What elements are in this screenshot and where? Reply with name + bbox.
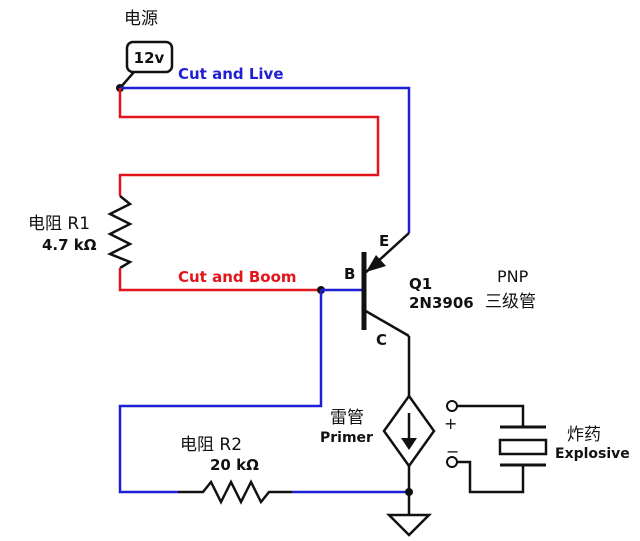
resistor-icon: [178, 479, 292, 505]
q1-type: PNP: [497, 267, 529, 286]
pin-c-label: C: [376, 331, 387, 349]
wire-cut-and-live: [120, 86, 411, 233]
primer-label: Primer: [320, 430, 373, 446]
ground-icon: [385, 513, 433, 537]
voltage-label: 12v: [134, 49, 165, 67]
pin-b-label: B: [344, 265, 355, 283]
wire-explosive-top: [457, 404, 525, 427]
voltage-tag: [125, 40, 174, 74]
r1-name: 电阻 R1: [28, 214, 90, 234]
primer-current-source: 雷管 Primer: [320, 393, 436, 469]
primer-label-zh: 雷管: [330, 408, 364, 428]
power-label: 电源: [124, 9, 158, 29]
wire-base-to-r2: [118, 290, 323, 494]
emitter-arrow: [366, 255, 386, 272]
q1-designator: Q1: [409, 275, 432, 293]
wire-cut-loop: [118, 88, 380, 196]
q1-part: 2N3906: [409, 294, 474, 312]
pin-e-label: E: [379, 232, 389, 250]
explosive-component: + − 炸药 Explosive: [444, 400, 630, 494]
wire-cut-and-boom: [118, 268, 321, 292]
plus-terminal: [446, 400, 458, 412]
explosive-plus: +: [444, 414, 457, 433]
resistor-icon: [106, 195, 133, 270]
net-label-cut-and-live: Cut and Live: [178, 65, 284, 83]
ground-node: [405, 488, 413, 496]
transistor-q1: E B C Q1 2N3906 PNP 三级管: [344, 232, 536, 349]
capacitor-body: [498, 438, 548, 456]
r2-value: 20 kΩ: [210, 456, 259, 474]
collector-lead: [363, 308, 410, 338]
q1-type-zh: 三级管: [485, 292, 536, 312]
explosive-label-zh: 炸药: [567, 425, 601, 445]
explosive-minus: −: [446, 442, 459, 461]
power-source: 电源 12v: [116, 9, 174, 92]
net-label-cut-and-boom: Cut and Boom: [178, 268, 297, 286]
resistor-r1: 电阻 R1 4.7 kΩ: [28, 195, 133, 270]
r2-name: 电阻 R2: [180, 435, 242, 455]
r1-value: 4.7 kΩ: [42, 236, 97, 254]
wire-explosive-bottom: [457, 460, 525, 494]
current-arrow-head: [401, 438, 417, 450]
resistor-r2: 电阻 R2 20 kΩ: [178, 435, 292, 505]
explosive-label: Explosive: [555, 446, 630, 462]
